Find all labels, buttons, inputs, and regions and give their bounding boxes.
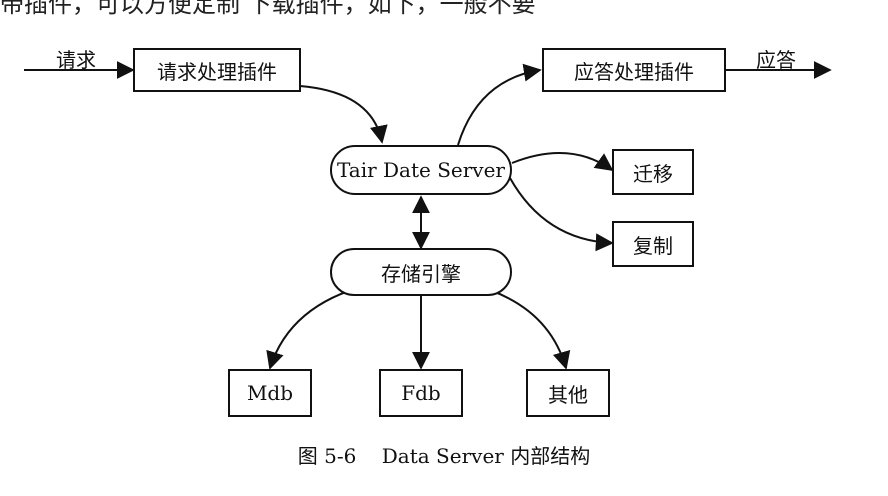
- replicate-label: 复制: [633, 233, 673, 258]
- arrow-server-to-migrate: [511, 152, 614, 172]
- figure-caption: 图 5-6 Data Server 内部结构: [297, 444, 591, 468]
- request-plugin-box: 请求处理插件: [133, 48, 301, 92]
- arrow-storage-to-mdb: [266, 284, 369, 370]
- mdb-label: Mdb: [246, 381, 294, 405]
- replicate-box: 复制: [612, 221, 694, 267]
- mdb-box: Mdb: [228, 369, 312, 417]
- output-label: 应答: [756, 48, 796, 72]
- response-plugin-box: 应答处理插件: [542, 48, 726, 92]
- arrow-server-to-replicate: [509, 177, 614, 252]
- arrow-server-to-response-plugin: [457, 63, 542, 146]
- response-plugin-label: 应答处理插件: [574, 59, 694, 84]
- storage-engine-label: 存储引擎: [381, 261, 461, 286]
- fdb-label: Fdb: [401, 381, 441, 405]
- migrate-box: 迁移: [612, 149, 694, 195]
- server-label: Tair Date Server: [336, 158, 505, 182]
- fdb-box: Fdb: [379, 369, 463, 417]
- other-box: 其他: [526, 369, 610, 417]
- arrow-storage-to-other: [473, 284, 571, 370]
- migrate-label: 迁移: [633, 161, 673, 186]
- input-label: 请求: [56, 48, 96, 72]
- server-node: Tair Date Server: [330, 145, 512, 195]
- request-plugin-label: 请求处理插件: [157, 59, 277, 84]
- arrow-request-plugin-to-server: [299, 85, 388, 144]
- storage-engine-node: 存储引擎: [330, 248, 512, 296]
- cropped-top-text: 带插件，可以方便定制 下载插件，如下，一般不要: [0, 0, 536, 18]
- other-label: 其他: [548, 382, 588, 407]
